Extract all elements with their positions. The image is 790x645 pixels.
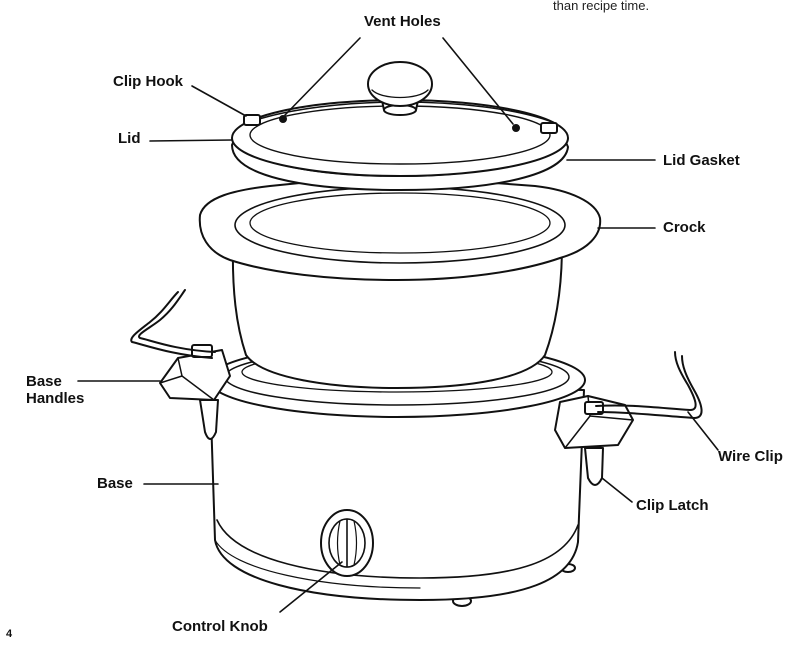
left-handle-drawing [159,344,231,440]
label-crock: Crock [663,219,706,236]
label-control-knob: Control Knob [172,618,268,635]
label-wire-clip: Wire Clip [718,448,783,465]
control-knob-drawing [320,509,374,577]
label-base: Base [97,475,133,492]
label-clip-latch: Clip Latch [636,497,709,514]
lid-drawing [231,61,569,191]
right-handle-drawing [554,395,634,486]
page-number: 4 [6,628,13,640]
leader-lines [77,37,719,613]
label-lid-gasket: Lid Gasket [663,152,740,169]
label-lid: Lid [118,130,141,147]
crock-drawing [198,176,602,389]
top-note-text: than recipe time. [553,0,650,13]
label-clip-hook: Clip Hook [113,73,183,90]
label-base-handles: Base Handles [26,373,85,407]
label-vent-holes: Vent Holes [364,13,441,30]
right-wire-clip-drawing [595,351,703,419]
left-wire-clip-drawing [130,289,216,359]
